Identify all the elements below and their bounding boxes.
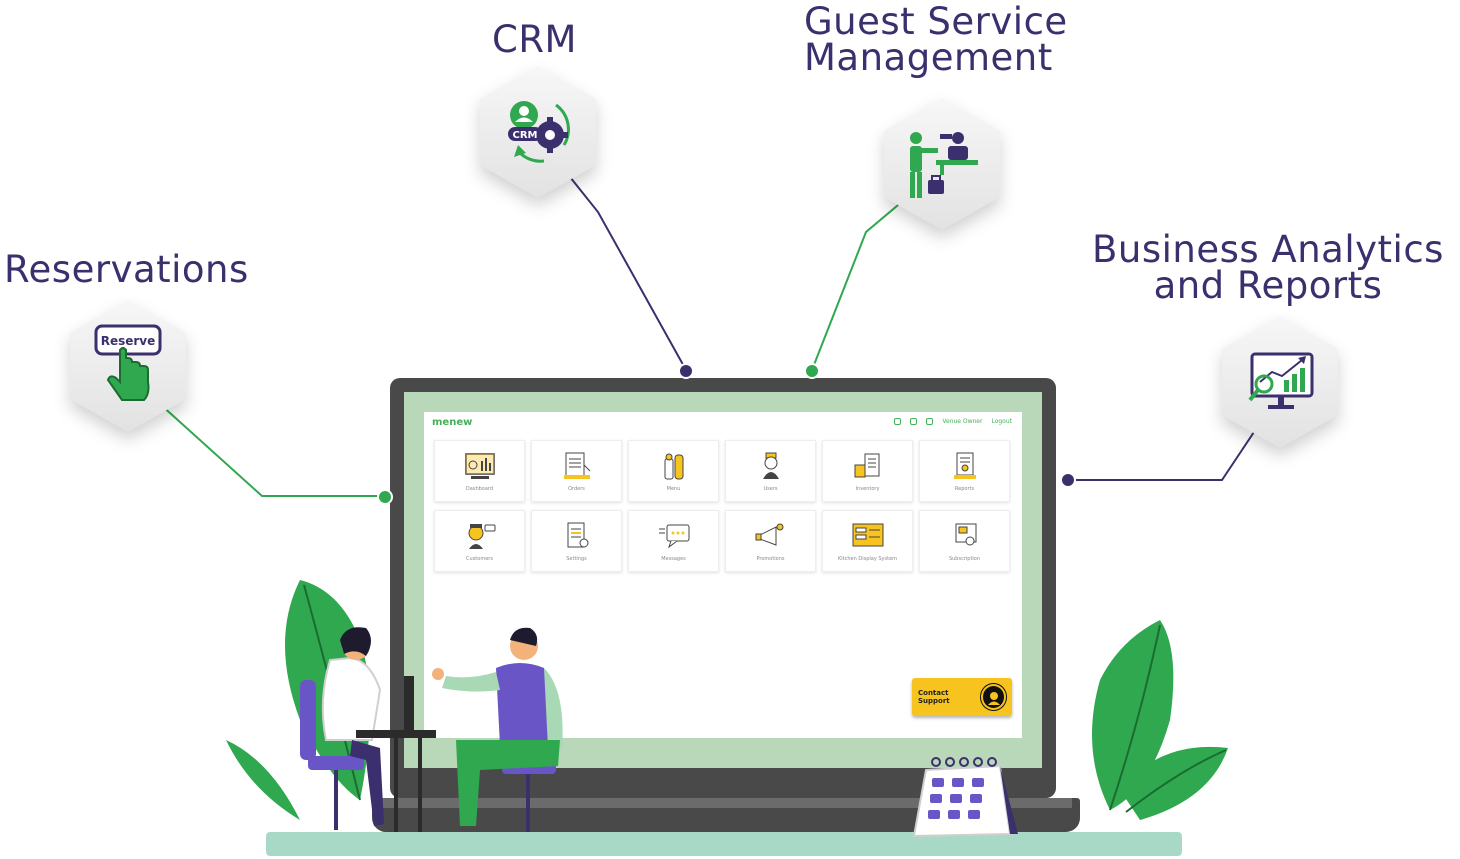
- dashboard-icon: [464, 452, 495, 479]
- tile-settings[interactable]: Settings: [531, 510, 622, 572]
- tile-label: Messages: [661, 555, 686, 562]
- reserve-button-icon: Reserve: [94, 324, 162, 401]
- app-header-actions: Venue Owner Logout: [894, 418, 1012, 425]
- tile-label: Settings: [566, 555, 587, 562]
- home-icon[interactable]: [910, 418, 918, 425]
- crm-hexagon: CRM: [480, 66, 596, 198]
- connector-dot-crm: [678, 363, 694, 379]
- tile-kitchen-display[interactable]: Kitchen Display System: [822, 510, 913, 572]
- tile-label: Kitchen Display System: [837, 555, 898, 562]
- subscription-icon: [955, 523, 976, 545]
- customers-icon: [468, 523, 495, 549]
- contact-support-label: Contact Support: [918, 689, 950, 705]
- tile-label: Promotions: [756, 555, 785, 562]
- front-desk-icon: [910, 132, 978, 198]
- tile-label: Customers: [466, 555, 493, 562]
- tile-reports[interactable]: Reports: [919, 440, 1010, 502]
- messages-icon: [658, 524, 689, 548]
- users-icon: [762, 452, 779, 479]
- menu-icon: [664, 453, 683, 479]
- crm-title: CRM: [492, 18, 577, 61]
- headset-icon: [980, 684, 1006, 710]
- tile-messages[interactable]: Messages: [628, 510, 719, 572]
- tile-customers[interactable]: Customers: [434, 510, 525, 572]
- tile-label: Menu: [666, 485, 681, 492]
- tile-menu[interactable]: Menu: [628, 440, 719, 502]
- analytics-title-line1: Business Analytics: [1092, 228, 1444, 271]
- crm-icon-label: CRM: [513, 130, 538, 141]
- tile-label: Orders: [568, 485, 585, 492]
- tile-label: Users: [763, 485, 778, 492]
- tile-users[interactable]: Users: [725, 440, 816, 502]
- analytics-title-line2: and Reports: [1153, 264, 1383, 307]
- kitchen-display-icon: [852, 523, 883, 546]
- reports-icon: [953, 452, 976, 479]
- connector-dot-guest: [804, 363, 820, 379]
- ground-strip: [266, 832, 1182, 856]
- tile-orders[interactable]: Orders: [531, 440, 622, 502]
- notification-icon[interactable]: [926, 418, 934, 425]
- guest-service-title-line1: Guest Service: [804, 0, 1068, 43]
- tile-label: Subscription: [948, 555, 981, 562]
- module-grid: Dashboard Orders Menu Users Inventory Re…: [434, 440, 1012, 572]
- reservations-title: Reservations: [4, 248, 249, 291]
- reservations-hexagon: Reserve: [70, 300, 186, 432]
- tile-promotions[interactable]: Promotions: [725, 510, 816, 572]
- user-menu[interactable]: Venue Owner: [942, 418, 983, 425]
- connector-dot-analytics: [1060, 472, 1076, 488]
- orders-icon: [563, 452, 590, 479]
- settings-icon: [567, 522, 588, 547]
- analytics-title: Business Analytics and Reports: [1092, 228, 1444, 307]
- tile-subscription[interactable]: Subscription: [919, 510, 1010, 572]
- promotions-icon: [755, 523, 783, 546]
- crm-gear-icon: CRM: [508, 101, 570, 163]
- app-logo: menew: [432, 417, 473, 428]
- tile-inventory[interactable]: Inventory: [822, 440, 913, 502]
- tile-label: Reports: [954, 485, 975, 492]
- tile-label: Dashboard: [465, 485, 494, 492]
- tile-dashboard[interactable]: Dashboard: [434, 440, 525, 502]
- laptop-base-highlight: [380, 798, 1072, 808]
- tile-label: Inventory: [855, 485, 880, 492]
- analytics-monitor-icon: [1248, 352, 1314, 409]
- guest-service-hexagon: [884, 98, 1000, 230]
- settings-icon[interactable]: [894, 418, 902, 425]
- contact-support-button[interactable]: Contact Support: [912, 678, 1012, 716]
- logout-link[interactable]: Logout: [991, 418, 1012, 425]
- connector-dot-reservations: [377, 489, 393, 505]
- guest-service-title-line2: Management: [804, 36, 1053, 79]
- inventory-icon: [854, 453, 879, 477]
- analytics-hexagon: [1222, 316, 1338, 448]
- guest-service-title: Guest Service Management: [804, 0, 1068, 79]
- reserve-icon-label: Reserve: [101, 334, 156, 348]
